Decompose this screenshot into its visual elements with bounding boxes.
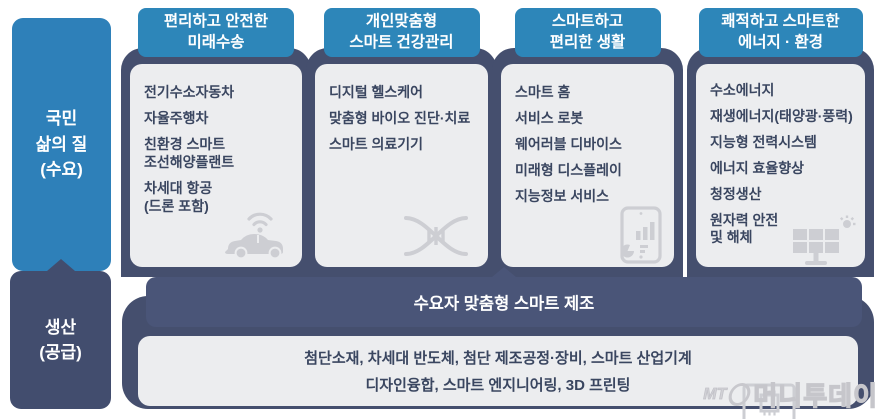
card-future-transport: 편리하고 안전한 미래수송 전기수소자동차 자율주행차 친환경 스마트 조선해양…: [121, 8, 311, 277]
card-energy-environment: 쾌적하고 스마트한 에너지 · 환경 수소에너지 재생에너지(태양광·풍력) 지…: [687, 8, 874, 277]
card-item: 디지털 헬스케어: [329, 84, 424, 100]
manufacturing-line: 첨단소재, 차세대 반도체, 첨단 제조공정·장비, 스마트 산업기계: [304, 350, 692, 367]
card-item: 수소에너지: [710, 82, 775, 98]
card-item: 스마트 홈: [515, 84, 571, 100]
card-panel: 수소에너지 재생에너지(태양광·풍력) 지능형 전력시스템 에너지 효율향상 청…: [696, 64, 865, 267]
card-item-list: 수소에너지 재생에너지(태양광·풍력) 지능형 전력시스템 에너지 효율향상 청…: [696, 64, 865, 247]
connected-car-icon: [225, 212, 283, 260]
dna-icon: [404, 216, 468, 256]
card-item: 지능정보 서비스: [515, 187, 610, 204]
manufacturing-line: 디자인융합, 스마트 엔지니어링, 3D 프린팅: [365, 377, 631, 394]
watermark-mt-label: MT: [703, 385, 727, 403]
card-title: 편리하고 안전한 미래수송: [138, 8, 294, 57]
card-item: 차세대 항공 (드론 포함): [144, 179, 213, 214]
card-item: 재생에너지(태양광·풍력): [710, 107, 853, 124]
demand-bar: 국민 삶의 질 (수요): [12, 18, 111, 271]
card-item: 맞춤형 바이오 진단·치료: [329, 109, 471, 126]
card-item: 스마트 의료기기: [329, 135, 424, 152]
watermark: MT 머니투데이: [703, 376, 878, 413]
card-item: 전기수소자동차: [144, 84, 235, 100]
card-item: 친환경 스마트 조선해양플랜트: [144, 135, 235, 170]
card-item: 지능형 전력시스템: [710, 133, 817, 150]
card-item-list: 스마트 홈 서비스 로봇 웨어러블 디바이스 미래형 디스플레이 지능정보 서비…: [501, 64, 674, 206]
card-title: 쾌적하고 스마트한 에너지 · 환경: [698, 8, 863, 57]
card-panel: 스마트 홈 서비스 로봇 웨어러블 디바이스 미래형 디스플레이 지능정보 서비…: [501, 64, 674, 267]
card-item: 서비스 로봇: [515, 109, 584, 126]
card-smart-health: 개인맞춤형 스마트 건강관리 디지털 헬스케어 맞춤형 바이오 진단·치료 스마…: [306, 8, 497, 277]
supply-bar: 생산 (공급): [10, 259, 111, 409]
card-item: 원자력 안전 및 해체: [710, 211, 779, 246]
card-item-list: 전기수소자동차 자율주행차 친환경 스마트 조선해양플랜트 차세대 항공 (드론…: [130, 64, 302, 215]
watermark-brand-label: 머니투데이: [753, 380, 878, 411]
watermark-circle-icon: [726, 383, 754, 406]
card-item: 웨어러블 디바이스: [515, 135, 622, 152]
card-smart-life: 스마트하고 편리한 생활 스마트 홈 서비스 로봇 웨어러블 디바이스 미래형 …: [492, 8, 683, 277]
manufacturing-title: 수요자 맞춤형 스마트 제조: [146, 267, 862, 327]
card-item: 미래형 디스플레이: [515, 161, 622, 178]
card-panel: 전기수소자동차 자율주행차 친환경 스마트 조선해양플랜트 차세대 항공 (드론…: [130, 64, 302, 267]
card-panel: 디지털 헬스케어 맞춤형 바이오 진단·치료 스마트 의료기기: [315, 64, 488, 267]
manufacturing-panel: 첨단소재, 차세대 반도체, 첨단 제조공정·장비, 스마트 산업기계 디자인융…: [138, 336, 858, 419]
card-title: 스마트하고 편리한 생활: [514, 8, 661, 57]
card-title: 개인맞춤형 스마트 건강관리: [323, 8, 480, 57]
card-item-list: 디지털 헬스케어 맞춤형 바이오 진단·치료 스마트 의료기기: [315, 64, 488, 154]
card-item: 청정생산: [710, 185, 762, 202]
chip-icon: [742, 383, 796, 419]
card-item: 자율주행차: [144, 109, 209, 126]
tablet-chart-icon: [620, 206, 662, 264]
card-item: 에너지 효율향상: [710, 159, 805, 176]
solar-panel-icon: [793, 215, 856, 265]
